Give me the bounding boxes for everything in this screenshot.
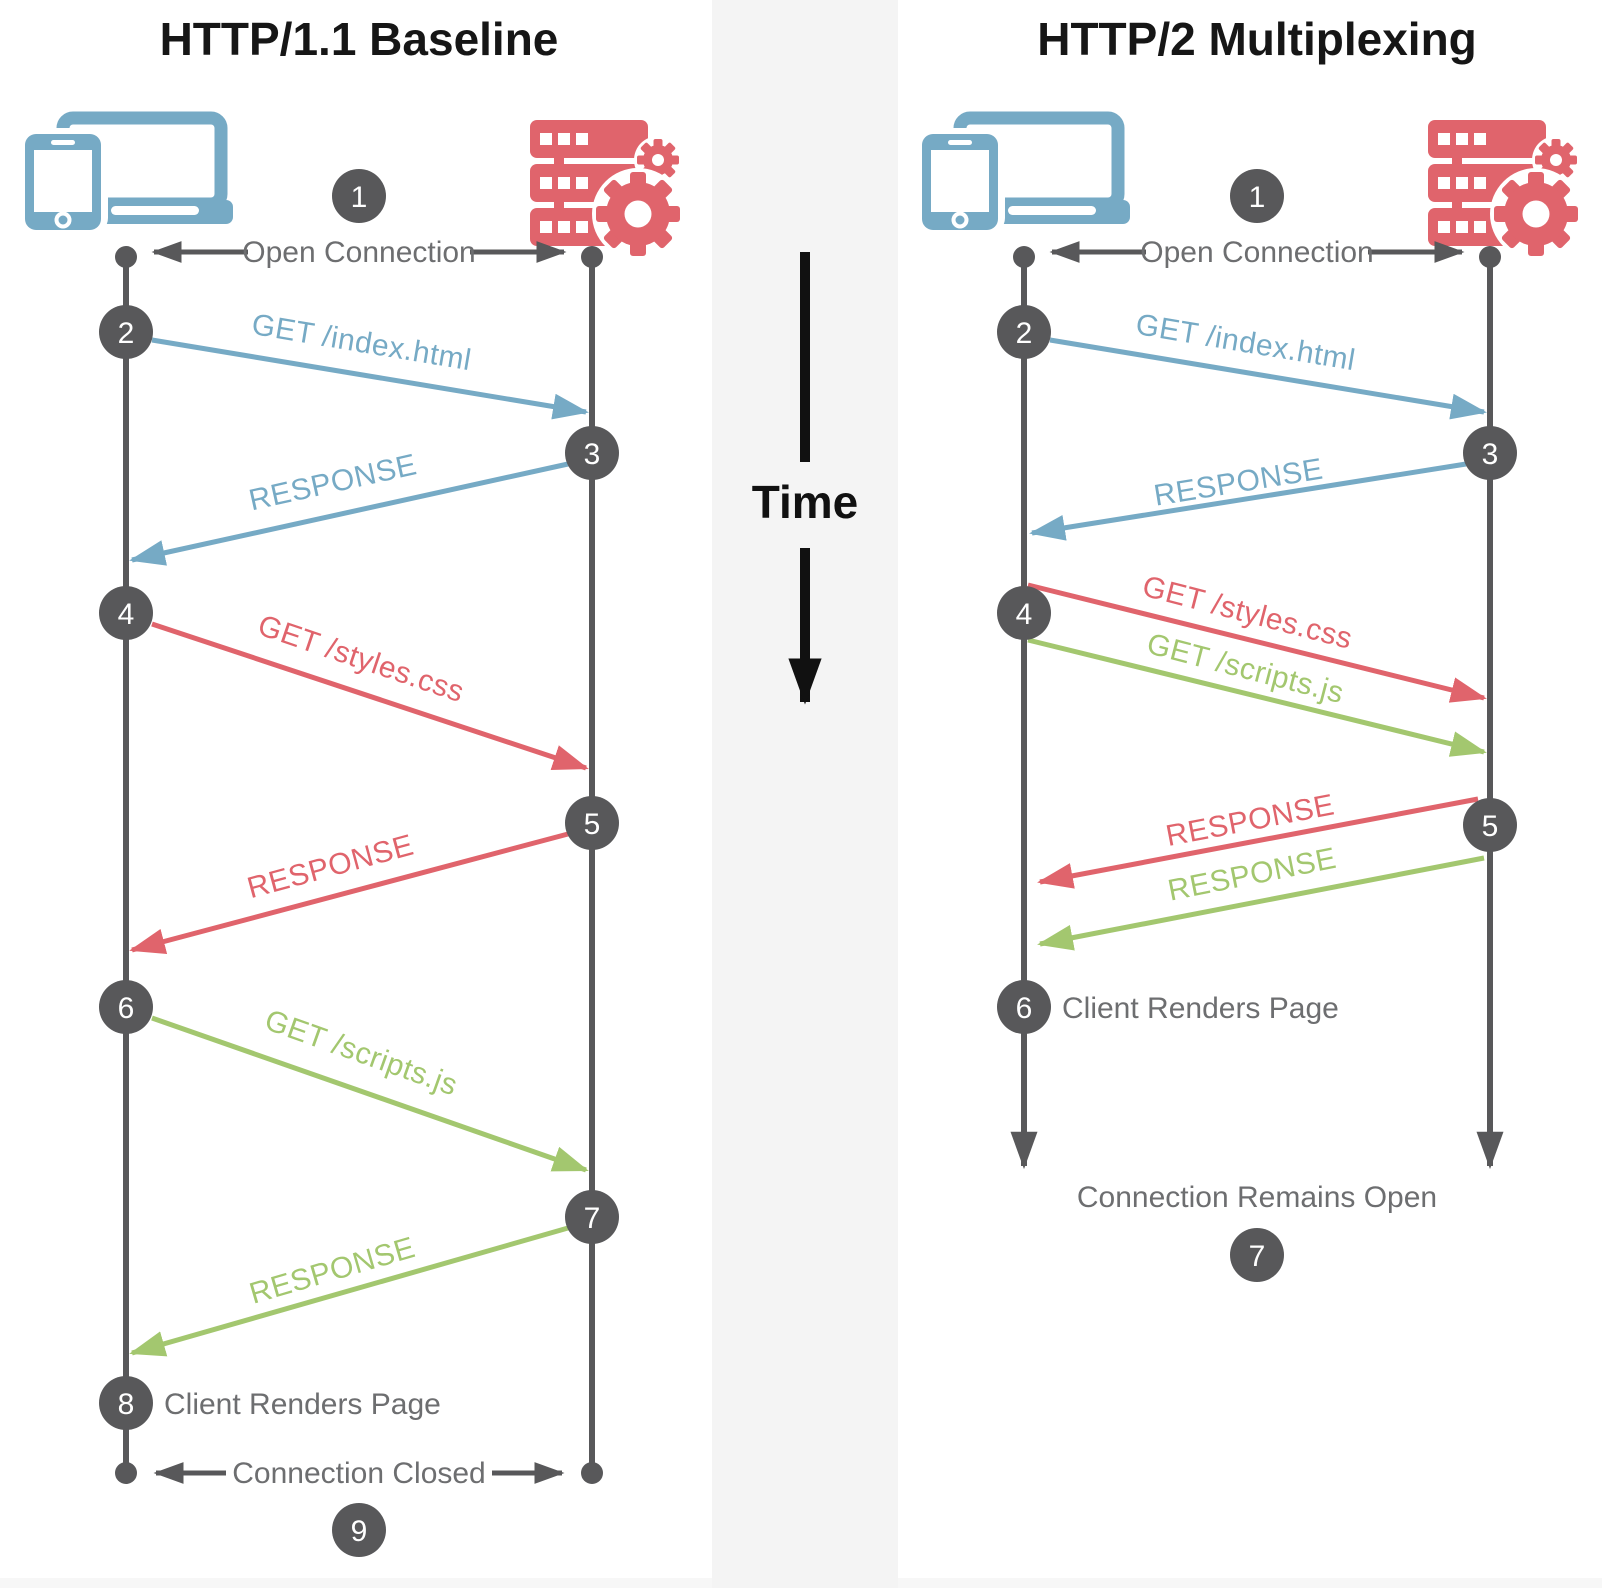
- right-step-2-badge: [997, 305, 1051, 359]
- left-get-scripts-label: GET /scripts.js: [261, 1004, 462, 1103]
- left-response-scripts-arrow: [129, 1225, 569, 1357]
- right-get-index-arrow: [1049, 337, 1487, 420]
- server-gears-icon: [530, 120, 684, 260]
- left-client-renders-label: Client Renders Page: [164, 1388, 441, 1421]
- left-panel-title: HTTP/1.1 Baseline: [160, 13, 559, 65]
- right-open-connection-label: Open Connection: [1140, 236, 1374, 269]
- left-server-lifeline-bottom-dot: [581, 1462, 603, 1484]
- right-response-scripts-arrow: [1037, 855, 1485, 951]
- client-devices-icon: [915, 118, 1130, 234]
- right-step-3-badge: [1463, 426, 1517, 480]
- left-response-styles-label: RESPONSE: [244, 829, 417, 906]
- left-response-index-arrow: [129, 461, 569, 566]
- server-gears-icon: [1428, 120, 1582, 260]
- left-get-index-label: GET /index.html: [249, 308, 473, 377]
- right-client-lifeline-top-dot: [1013, 246, 1035, 268]
- right-get-index-label: GET /index.html: [1133, 308, 1357, 377]
- right-step-5-number: 5: [1482, 810, 1499, 843]
- left-step-3-number: 3: [584, 438, 601, 471]
- left-client-lifeline-bottom-dot: [115, 1462, 137, 1484]
- left-step-3-badge: [565, 426, 619, 480]
- left-step-2-badge: [99, 305, 153, 359]
- left-step-1-badge: [332, 169, 386, 223]
- left-step-9-badge: [332, 1503, 386, 1557]
- time-label: Time: [752, 476, 859, 528]
- left-response-scripts-label: RESPONSE: [246, 1231, 419, 1311]
- left-connection-closed-label: Connection Closed: [232, 1457, 486, 1490]
- right-step-7-number: 7: [1249, 1240, 1266, 1273]
- right-step-2-number: 2: [1016, 317, 1033, 350]
- right-connection-open-label: Connection Remains Open: [1077, 1181, 1437, 1214]
- client-devices-icon: [18, 118, 233, 234]
- right-step-6-number: 6: [1016, 992, 1033, 1025]
- right-step-6-badge: [997, 980, 1051, 1034]
- left-get-index-arrow: [151, 337, 589, 420]
- left-step-7-number: 7: [584, 1202, 601, 1235]
- right-get-styles-arrow: [1027, 582, 1487, 703]
- right-step-7-badge: [1230, 1228, 1284, 1282]
- left-get-scripts-arrow: [151, 1015, 589, 1173]
- right-client-renders-label: Client Renders Page: [1062, 992, 1339, 1025]
- left-client-lifeline-top-dot: [115, 246, 137, 268]
- right-step-4-number: 4: [1016, 598, 1033, 631]
- left-step-2-number: 2: [118, 317, 135, 350]
- left-panel: HTTP/1.1 Baseline 1 Open Connection GET …: [18, 13, 684, 1557]
- left-step-6-badge: [99, 980, 153, 1034]
- right-response-styles-arrow: [1037, 796, 1479, 889]
- left-step-5-number: 5: [584, 808, 601, 841]
- right-panel: HTTP/2 Multiplexing 1 Open Connection GE…: [915, 13, 1582, 1282]
- left-response-styles-arrow: [129, 831, 569, 955]
- right-server-lifeline-top-dot: [1479, 246, 1501, 268]
- left-response-index-label: RESPONSE: [246, 448, 420, 517]
- left-step-6-number: 6: [118, 992, 135, 1025]
- left-step-7-badge: [565, 1190, 619, 1244]
- left-step-9-number: 9: [351, 1515, 368, 1548]
- right-response-index-arrow: [1029, 461, 1467, 541]
- left-open-connection-label: Open Connection: [242, 236, 476, 269]
- right-get-scripts-arrow: [1027, 637, 1487, 757]
- right-step-1-number: 1: [1249, 181, 1266, 214]
- left-step-8-badge: [99, 1376, 153, 1430]
- left-get-styles-arrow: [151, 621, 589, 771]
- left-step-8-number: 8: [118, 1388, 135, 1421]
- left-step-5-badge: [565, 796, 619, 850]
- left-step-4-badge: [99, 586, 153, 640]
- right-response-index-label: RESPONSE: [1152, 453, 1326, 513]
- right-panel-title: HTTP/2 Multiplexing: [1037, 13, 1477, 65]
- left-step-1-number: 1: [351, 181, 368, 214]
- middle-strip: [712, 0, 898, 1588]
- right-step-3-number: 3: [1482, 438, 1499, 471]
- right-step-4-badge: [997, 586, 1051, 640]
- left-server-lifeline-top-dot: [581, 246, 603, 268]
- right-step-5-badge: [1463, 798, 1517, 852]
- time-axis: Time: [752, 252, 859, 705]
- left-step-4-number: 4: [118, 598, 135, 631]
- right-step-1-badge: [1230, 169, 1284, 223]
